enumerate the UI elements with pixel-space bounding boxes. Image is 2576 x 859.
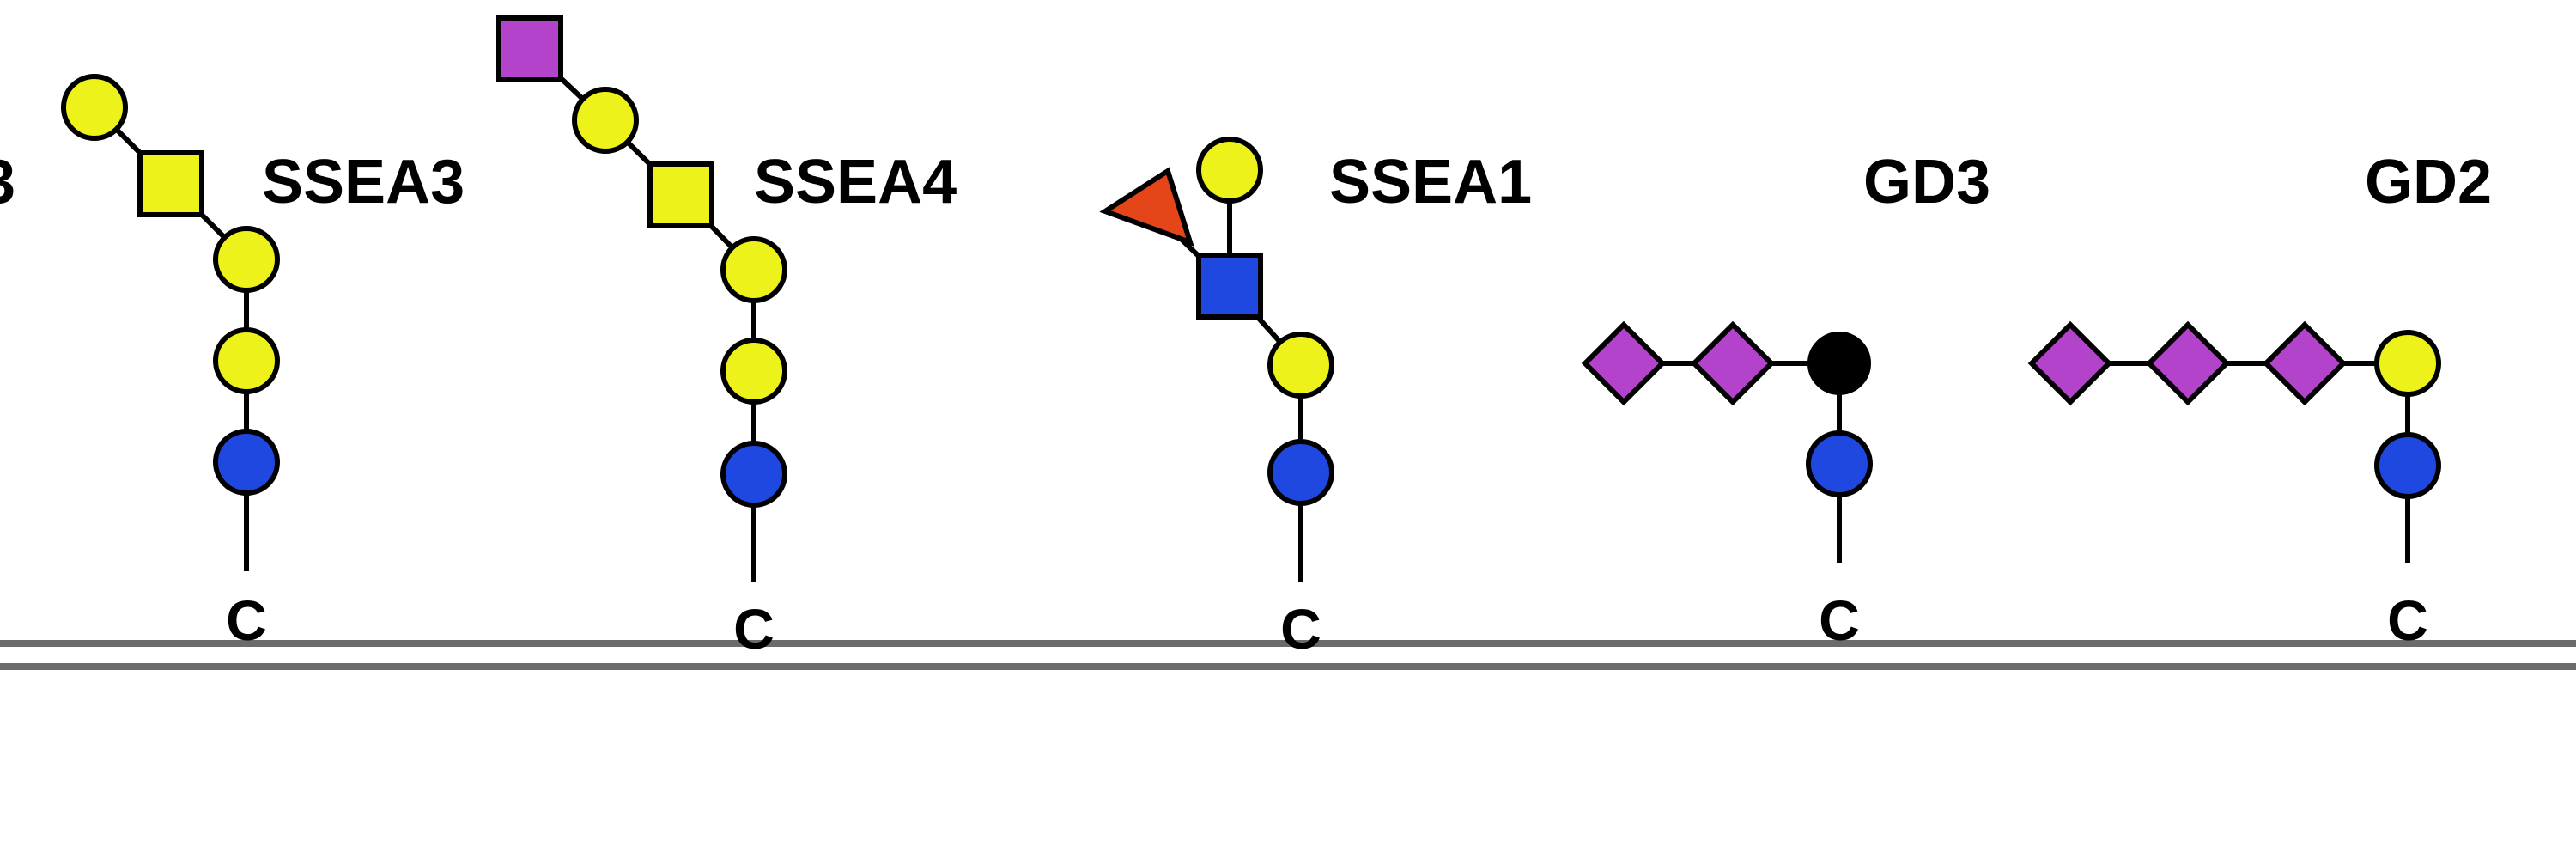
glucose-circle <box>720 441 787 508</box>
neuac-diamond <box>1581 320 1667 406</box>
glcnac-square <box>1196 253 1263 320</box>
glucose-circle <box>1806 430 1873 497</box>
glycan-label-ssea1: SSEA1 <box>1329 148 1532 216</box>
glycan-ssea4: C SSEA4 <box>496 15 957 661</box>
galnac-square <box>137 150 204 217</box>
glycan-label-gd2: GD2 <box>2365 148 2492 216</box>
glycan-ssea1: C SSEA1 <box>1099 137 1532 661</box>
galactose-circle <box>572 87 639 154</box>
galactose-circle <box>1267 332 1334 399</box>
galactose-circle <box>213 226 280 293</box>
galactose-circle <box>2374 330 2441 397</box>
galactose-circle <box>1196 137 1263 204</box>
galnac-square <box>647 161 714 228</box>
ceramide-anchor-label: C <box>1280 597 1321 661</box>
neuac-diamond <box>2262 320 2348 406</box>
glycan-label-ssea3: SSEA3 <box>262 148 465 216</box>
neuac-diamond <box>2145 320 2231 406</box>
ceramide-anchor-label: C <box>733 597 775 661</box>
cutoff-label: 3 <box>0 148 15 216</box>
glycan-label-ssea4: SSEA4 <box>754 148 957 216</box>
galactose-circle <box>61 74 128 141</box>
ceramide-black-circle <box>1807 332 1871 395</box>
glycan-gd3: C GD3 <box>1581 148 1990 652</box>
galactose-circle <box>720 338 787 405</box>
galactose-circle <box>213 327 280 394</box>
neuac-square <box>496 15 563 82</box>
galactose-circle <box>720 236 787 303</box>
neuac-diamond <box>2027 320 2113 406</box>
glycan-ssea3: C SSEA3 <box>61 74 465 652</box>
ceramide-anchor-label: C <box>226 588 267 652</box>
ceramide-anchor-label: C <box>2387 588 2428 652</box>
fucose-triangle <box>1099 167 1194 247</box>
neuac-diamond <box>1690 320 1776 406</box>
ceramide-anchor-label: C <box>1819 588 1860 652</box>
glycan-label-gd3: GD3 <box>1863 148 1990 216</box>
glycan-gd2: C GD2 <box>2027 148 2492 652</box>
glucose-circle <box>1267 439 1334 506</box>
glucose-circle <box>2374 432 2441 499</box>
glucose-circle <box>213 429 280 496</box>
